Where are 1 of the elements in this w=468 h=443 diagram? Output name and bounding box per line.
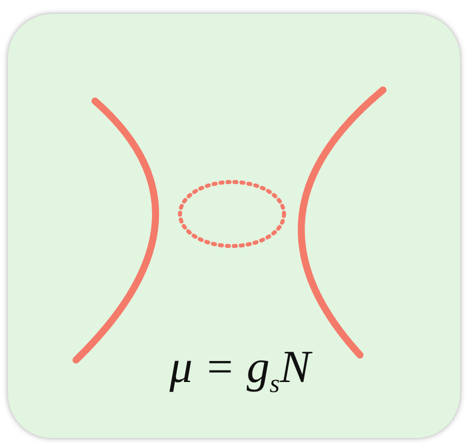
formula: μ = g$_{s}$N — [168, 344, 314, 398]
